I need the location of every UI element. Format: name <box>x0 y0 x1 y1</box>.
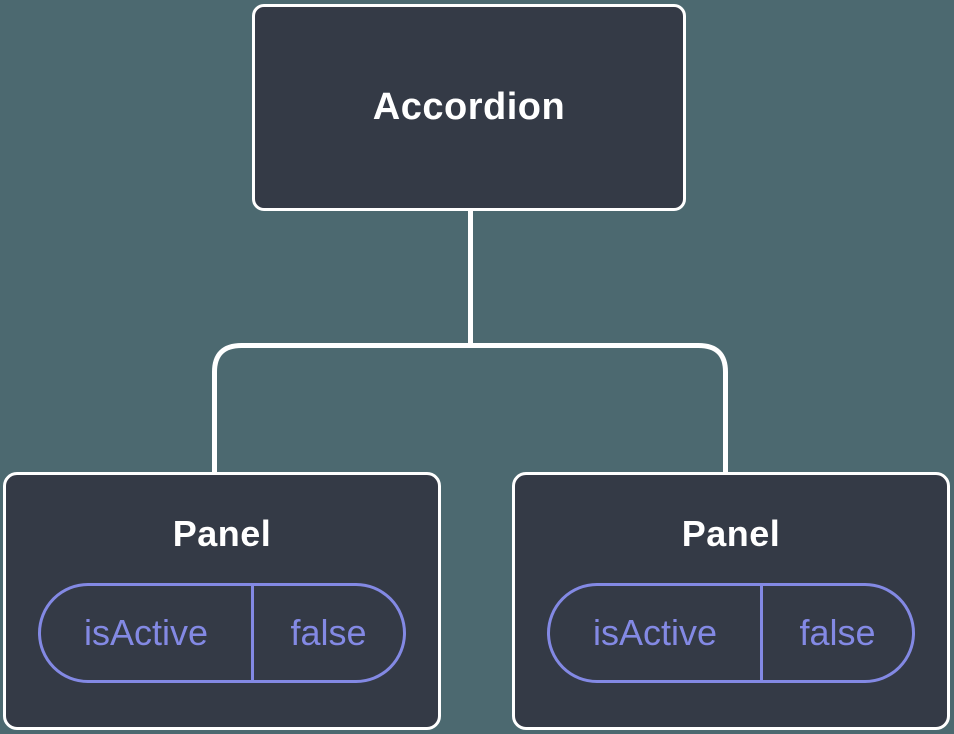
panel-node-label: Panel <box>681 513 781 554</box>
state-key: isActive <box>550 586 763 680</box>
panel-node-left: Panel isActive false <box>3 472 441 730</box>
state-pill: isActive false <box>547 583 915 683</box>
state-key: isActive <box>41 586 254 680</box>
accordion-node: Accordion <box>252 4 686 211</box>
state-value: false <box>290 612 367 653</box>
panel-node-label: Panel <box>172 513 272 554</box>
panel-node-right: Panel isActive false <box>512 472 950 730</box>
accordion-node-label: Accordion <box>372 86 566 128</box>
state-value: false <box>799 612 876 653</box>
state-pill: isActive false <box>38 583 406 683</box>
